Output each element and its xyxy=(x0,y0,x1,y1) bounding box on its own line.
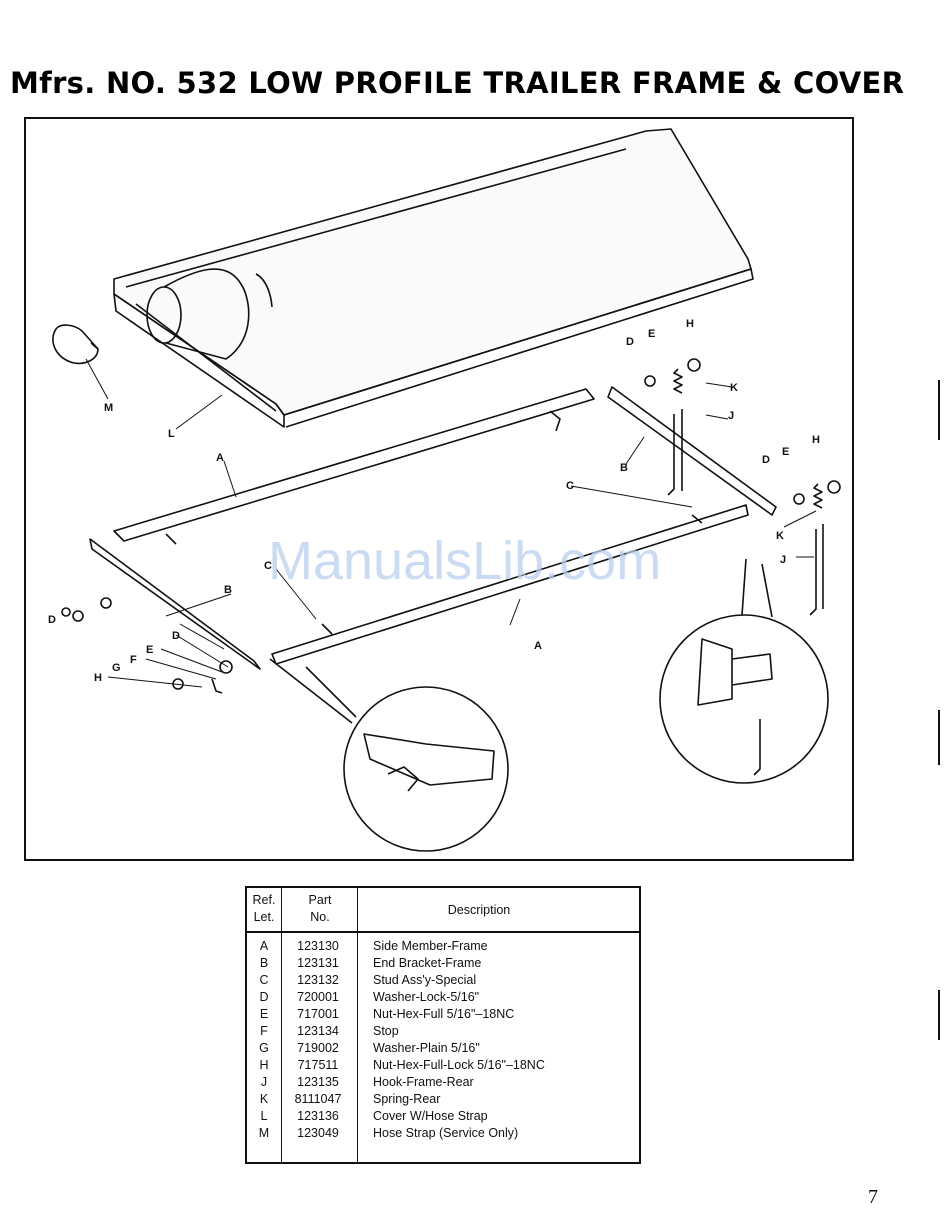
header-ref-let: Ref. Let. xyxy=(252,893,276,924)
ref-letter: A xyxy=(259,939,269,953)
ref-letter: K xyxy=(259,1092,269,1106)
label-D: D xyxy=(48,614,56,626)
part-description: Cover W/Hose Strap xyxy=(373,1109,488,1123)
detail-circle-right-drawing xyxy=(659,558,829,784)
table-row: D 720001 Washer-Lock-5/16" xyxy=(247,989,639,1006)
parts-table: Ref. Let. Part No. Description A 123130 … xyxy=(245,886,641,1164)
header-divider xyxy=(247,931,639,933)
part-number: 720001 xyxy=(297,990,339,1004)
label-A: A xyxy=(216,452,224,464)
part-description: Stud Ass'y-Special xyxy=(373,973,477,987)
ref-letter: G xyxy=(259,1041,269,1055)
column-divider xyxy=(281,888,282,1162)
table-row: B 123131 End Bracket-Frame xyxy=(247,955,639,972)
part-description: Washer-Plain 5/16" xyxy=(373,1041,480,1055)
diagram-drawing: A A B B C C D D D D E E E F G H H H J J … xyxy=(48,128,841,852)
part-description: Stop xyxy=(373,1024,399,1038)
part-number: 123130 xyxy=(297,939,339,953)
stud-drawing xyxy=(165,410,703,635)
part-number: 719002 xyxy=(297,1041,339,1055)
ref-letter: B xyxy=(259,956,269,970)
label-A: A xyxy=(534,640,542,652)
part-number: 123134 xyxy=(297,1024,339,1038)
part-description: Nut-Hex-Full 5/16"–18NC xyxy=(373,1007,515,1021)
page-number: 7 xyxy=(868,1186,878,1208)
label-H: H xyxy=(94,672,102,684)
table-row: M 123049 Hose Strap (Service Only) xyxy=(247,1125,639,1142)
part-description: Spring-Rear xyxy=(373,1092,441,1106)
ref-letter: M xyxy=(258,1126,270,1140)
table-row: J 123135 Hook-Frame-Rear xyxy=(247,1074,639,1091)
ref-letter: L xyxy=(260,1109,268,1123)
hook-spring-drawing xyxy=(644,358,841,616)
label-E: E xyxy=(146,644,153,656)
label-G: G xyxy=(112,662,121,674)
trailer-cover-drawing xyxy=(113,128,754,428)
label-D: D xyxy=(762,454,770,466)
detail-circle-left-drawing xyxy=(269,658,509,852)
part-description: Nut-Hex-Full-Lock 5/16"–18NC xyxy=(373,1058,545,1072)
ref-letter: E xyxy=(259,1007,269,1021)
label-E: E xyxy=(782,446,789,458)
ref-letter: C xyxy=(259,973,269,987)
table-row: H 717511 Nut-Hex-Full-Lock 5/16"–18NC xyxy=(247,1057,639,1074)
label-K: K xyxy=(776,530,784,542)
label-H: H xyxy=(686,318,694,330)
part-number: 717511 xyxy=(297,1058,339,1072)
label-E: E xyxy=(648,328,655,340)
exploded-diagram: A A B B C C D D D D E E E F G H H H J J … xyxy=(24,117,854,861)
label-K: K xyxy=(730,382,738,394)
hardware-left-drawing xyxy=(61,597,233,694)
leader-lines xyxy=(85,358,817,688)
table-row: K 8111047 Spring-Rear xyxy=(247,1091,639,1108)
frame-side-member-drawing xyxy=(113,388,749,665)
table-row: C 123132 Stud Ass'y-Special xyxy=(247,972,639,989)
label-D: D xyxy=(172,630,180,642)
header-part-no: Part No. xyxy=(308,893,332,924)
label-B: B xyxy=(224,584,232,596)
table-row: F 123134 Stop xyxy=(247,1023,639,1040)
part-number: 123136 xyxy=(297,1109,339,1123)
scan-edge-mark xyxy=(938,710,940,765)
part-number: 123132 xyxy=(297,973,339,987)
part-number: 123135 xyxy=(297,1075,339,1089)
label-B: B xyxy=(620,462,628,474)
part-description: End Bracket-Frame xyxy=(373,956,482,970)
label-C: C xyxy=(264,560,272,572)
column-divider xyxy=(357,888,358,1162)
part-number: 123131 xyxy=(297,956,339,970)
label-F: F xyxy=(130,654,137,666)
part-number: 717001 xyxy=(297,1007,339,1021)
frame-end-bracket-drawing xyxy=(89,386,777,670)
label-M: M xyxy=(104,402,113,414)
table-row: L 123136 Cover W/Hose Strap xyxy=(247,1108,639,1125)
ref-letter: J xyxy=(260,1075,268,1089)
label-C: C xyxy=(566,480,574,492)
watermark: ManualsLib.com xyxy=(268,531,662,591)
label-H: H xyxy=(812,434,820,446)
hose-strap-drawing xyxy=(52,324,99,365)
scan-edge-mark xyxy=(938,990,940,1040)
ref-letter: F xyxy=(260,1024,268,1038)
label-L: L xyxy=(168,428,175,440)
scan-edge-mark xyxy=(938,380,940,440)
label-J: J xyxy=(728,410,734,422)
ref-letter: H xyxy=(259,1058,269,1072)
part-description: Washer-Lock-5/16" xyxy=(373,990,480,1004)
part-number: 123049 xyxy=(297,1126,339,1140)
page-title: Mfrs. NO. 532 LOW PROFILE TRAILER FRAME … xyxy=(10,66,905,100)
ref-letter: D xyxy=(259,990,269,1004)
label-D: D xyxy=(626,336,634,348)
part-description: Hose Strap (Service Only) xyxy=(373,1126,519,1140)
table-row: E 717001 Nut-Hex-Full 5/16"–18NC xyxy=(247,1006,639,1023)
part-description: Side Member-Frame xyxy=(373,939,488,953)
header-description: Description xyxy=(447,903,511,917)
label-J: J xyxy=(780,554,786,566)
table-row: G 719002 Washer-Plain 5/16" xyxy=(247,1040,639,1057)
part-number: 8111047 xyxy=(294,1092,342,1106)
table-row: A 123130 Side Member-Frame xyxy=(247,938,639,955)
part-description: Hook-Frame-Rear xyxy=(373,1075,474,1089)
